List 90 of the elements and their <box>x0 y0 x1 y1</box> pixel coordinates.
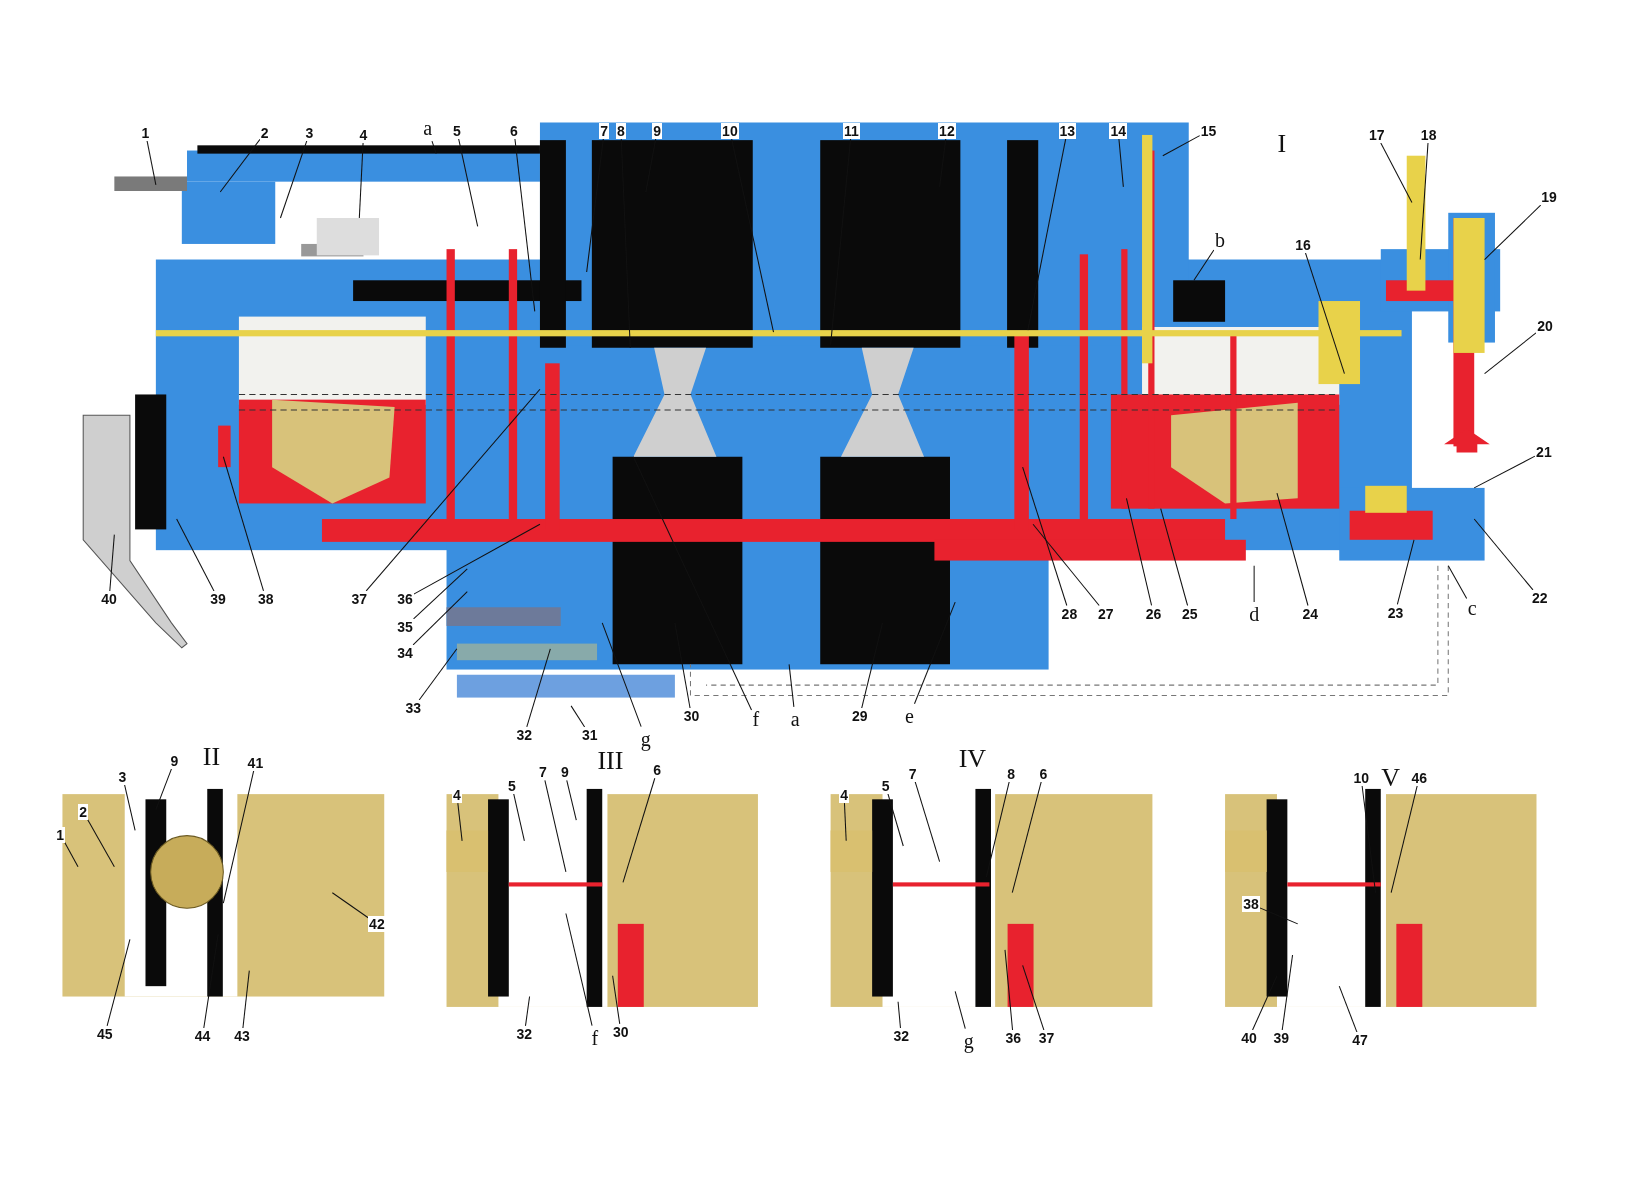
callout-number: 20 <box>1536 318 1554 334</box>
leader-line <box>1027 138 1067 331</box>
leader-line <box>106 938 131 1027</box>
leader-line <box>1011 780 1042 894</box>
leader-line <box>1380 142 1413 203</box>
leader-line <box>331 892 369 919</box>
leader-line <box>1473 455 1536 489</box>
callout-number: 38 <box>1242 896 1260 913</box>
leader-line <box>457 802 463 842</box>
leader-line <box>513 793 525 842</box>
leader-line <box>1004 949 1014 1031</box>
leader-line <box>222 456 264 592</box>
leader-line <box>524 996 531 1027</box>
leader-line <box>1396 539 1415 605</box>
leader-line <box>1304 252 1345 375</box>
view-numeral: V <box>1381 764 1401 791</box>
callout-number: 1 <box>55 826 66 843</box>
view-numeral: III <box>597 748 624 774</box>
leader-line <box>413 568 468 620</box>
leader-line <box>1259 907 1299 925</box>
leader-line <box>412 591 468 646</box>
leader-line <box>843 802 847 842</box>
leader-line <box>620 138 631 349</box>
leader-line <box>123 783 136 831</box>
leader-line <box>985 780 1010 878</box>
callout-number: 7 <box>599 122 610 139</box>
leader-line <box>1447 565 1468 600</box>
leader-line <box>431 140 437 155</box>
leader-line <box>279 140 308 219</box>
leader-line <box>87 819 115 868</box>
leader-line <box>1160 508 1189 606</box>
callout-number: 9 <box>169 753 180 770</box>
leader-line <box>601 622 642 728</box>
leader-line <box>222 770 255 904</box>
leader-line <box>64 842 79 868</box>
leader-line <box>788 663 795 708</box>
leader-line <box>565 912 593 1027</box>
view-numeral: II <box>202 743 221 770</box>
leader-line <box>1338 985 1358 1033</box>
leader-line <box>242 970 250 1029</box>
leader-line <box>914 780 941 863</box>
leader-line <box>1484 204 1542 261</box>
leader-line <box>146 140 157 186</box>
leader-line <box>887 793 904 847</box>
callout-number: 19 <box>1540 189 1558 206</box>
view-numeral: IV <box>958 745 987 772</box>
leader-line <box>570 705 586 728</box>
leader-line <box>1276 492 1309 606</box>
leader-line <box>365 388 541 592</box>
callout-number: 41 <box>246 755 265 772</box>
leader-line <box>109 534 115 592</box>
leader-line <box>1032 523 1100 606</box>
callout-number: 8 <box>615 122 626 139</box>
leader-line <box>176 518 215 592</box>
leader-line <box>1253 565 1255 603</box>
leader-line <box>1361 785 1377 894</box>
leader-line <box>731 138 775 333</box>
leader-line <box>1022 466 1068 606</box>
leader-line <box>1118 138 1124 188</box>
view-numeral: I <box>1277 131 1287 158</box>
leader-line <box>586 138 604 273</box>
leader-line <box>1162 135 1201 157</box>
leader-line <box>913 601 956 705</box>
leader-line <box>413 523 541 595</box>
leader-line <box>219 138 261 193</box>
leader-line <box>1281 954 1294 1031</box>
callout-number: 42 <box>368 916 386 933</box>
callout-number: 16 <box>1294 237 1312 253</box>
leader-line <box>514 138 536 312</box>
leader-line <box>954 990 966 1030</box>
leader-line <box>458 138 479 227</box>
leader-line <box>526 648 551 728</box>
leader-line <box>1390 785 1418 894</box>
leader-line <box>1193 249 1215 281</box>
callout-number: 2 <box>78 803 88 820</box>
callout-number: 4 <box>451 787 462 804</box>
leader-line <box>612 975 621 1025</box>
callout-number: 4 <box>839 787 849 804</box>
leader-line <box>1125 497 1153 606</box>
leader-line <box>544 779 567 873</box>
callout-number: 9 <box>652 122 663 139</box>
leader-line <box>1022 964 1045 1031</box>
leader-line <box>1473 518 1534 591</box>
leader-line <box>632 456 753 711</box>
leader-line <box>897 1001 901 1029</box>
leader-line <box>566 779 577 821</box>
leader-line <box>358 142 364 219</box>
leader-line <box>418 648 458 701</box>
leader-line <box>1419 142 1429 261</box>
leader-line <box>1484 332 1537 375</box>
